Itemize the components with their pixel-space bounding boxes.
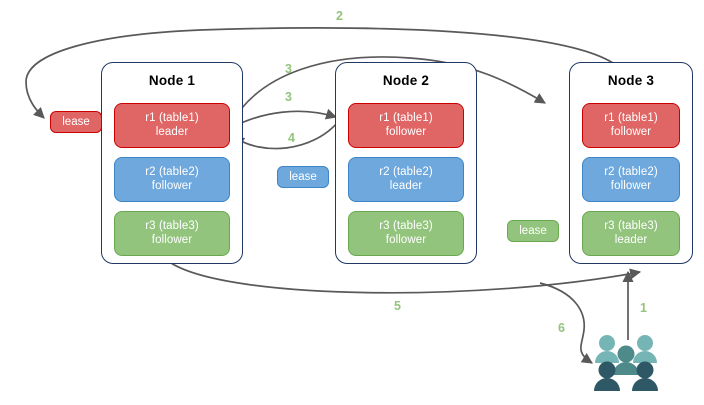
- users-group: [592, 333, 666, 395]
- node-1-replica-r2-role: follower: [151, 180, 193, 192]
- node-1-replica-r1-name: r1 (table1): [145, 112, 199, 124]
- step-label-3b: 3: [285, 90, 292, 104]
- node-2-replica-r3[interactable]: r3 (table3) follower: [348, 211, 464, 256]
- lease-table1-chip[interactable]: lease: [50, 111, 102, 133]
- node-2-replica-r3-role: follower: [385, 234, 427, 246]
- node-3-replicas: r1 (table1) follower r2 (table2) followe…: [570, 88, 692, 266]
- node-2-replica-r1-name: r1 (table1): [379, 112, 433, 124]
- node-1-replica-r1[interactable]: r1 (table1) leader: [114, 103, 230, 148]
- node-1-replica-r2[interactable]: r2 (table2) follower: [114, 157, 230, 202]
- node-2-replica-r1-role: follower: [385, 126, 427, 138]
- edge-3-node1-to-node2: [232, 108, 338, 128]
- node-2-replica-r3-name: r3 (table3): [379, 220, 433, 232]
- step-label-1: 1: [640, 301, 647, 315]
- edge-5-node1-to-node3: [170, 262, 642, 294]
- node-1[interactable]: Node 1 r1 (table1) leader r2 (table2) fo…: [101, 62, 243, 264]
- node-2-replicas: r1 (table1) follower r2 (table2) leader …: [336, 88, 476, 266]
- node-3-replica-r2[interactable]: r2 (table2) follower: [582, 157, 680, 202]
- node-1-replica-r2-name: r2 (table2): [145, 166, 199, 178]
- node-3-replica-r1[interactable]: r1 (table1) follower: [582, 103, 680, 148]
- lease-table2-chip[interactable]: lease: [277, 166, 329, 188]
- node-3-replica-r3-name: r3 (table3): [604, 220, 658, 232]
- node-3-replica-r1-role: follower: [610, 126, 652, 138]
- node-3-title: Node 3: [607, 73, 655, 88]
- node-3-replica-r3-role: leader: [614, 234, 648, 246]
- node-1-replicas: r1 (table1) leader r2 (table2) follower …: [102, 88, 242, 266]
- step-label-5: 5: [394, 299, 401, 313]
- node-3-replica-r3[interactable]: r3 (table3) leader: [582, 211, 680, 256]
- step-label-6: 6: [558, 321, 565, 335]
- node-3[interactable]: Node 3 r1 (table1) follower r2 (table2) …: [569, 62, 693, 264]
- edge-6-node3-to-users: [539, 282, 593, 364]
- step-label-4: 4: [288, 131, 295, 145]
- node-3-replica-r1-name: r1 (table1): [604, 112, 658, 124]
- node-2[interactable]: Node 2 r1 (table1) follower r2 (table2) …: [335, 62, 477, 264]
- node-2-title: Node 2: [382, 73, 430, 88]
- step-label-2: 2: [336, 9, 343, 23]
- users-icon: [594, 335, 658, 391]
- node-3-replica-r2-role: follower: [610, 180, 652, 192]
- lease-table3-chip[interactable]: lease: [507, 220, 559, 242]
- node-1-replica-r3-role: follower: [151, 234, 193, 246]
- node-2-replica-r2-name: r2 (table2): [379, 166, 433, 178]
- node-1-replica-r3-name: r3 (table3): [145, 220, 199, 232]
- edge-4-node2-to-node1: [233, 121, 339, 150]
- node-2-replica-r1[interactable]: r1 (table1) follower: [348, 103, 464, 148]
- node-3-replica-r2-name: r2 (table2): [604, 166, 658, 178]
- step-label-3a: 3: [285, 62, 292, 76]
- node-1-title: Node 1: [148, 73, 196, 88]
- node-2-replica-r2-role: leader: [389, 180, 423, 192]
- node-1-replica-r3[interactable]: r3 (table3) follower: [114, 211, 230, 256]
- node-1-replica-r1-role: leader: [155, 126, 189, 138]
- node-2-replica-r2[interactable]: r2 (table2) leader: [348, 157, 464, 202]
